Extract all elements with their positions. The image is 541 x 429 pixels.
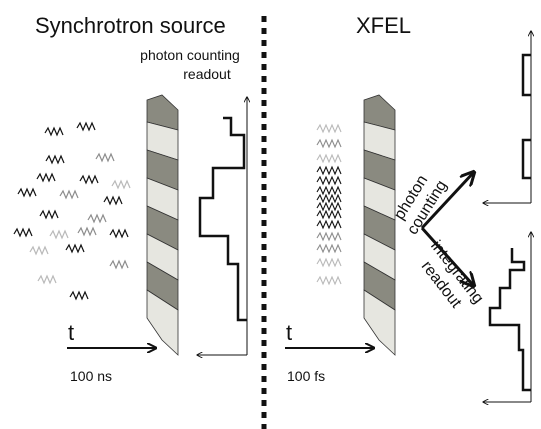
branch-label-bottom: integrating readout: [418, 238, 487, 312]
detector-right: [363, 94, 396, 356]
histogram-left: [197, 97, 247, 355]
time-label-right: t: [286, 320, 292, 345]
time-label-left: t: [68, 320, 74, 345]
readout-label-line2: readout: [183, 66, 231, 82]
readout-label-line1: photon counting: [140, 47, 240, 63]
photon-wavelets-right: [316, 123, 342, 286]
branch-arrow-bottom: [420, 226, 474, 286]
branch-arrow-top: [420, 172, 474, 230]
branch-label-top: photon counting: [391, 172, 451, 237]
detector-left: [146, 94, 179, 356]
interval-label-right: 100 fs: [287, 368, 325, 384]
title-xfel: XFEL: [356, 13, 411, 38]
title-synchrotron: Synchrotron source: [35, 13, 226, 38]
histogram-right-top: [483, 31, 531, 203]
interval-label-left: 100 ns: [70, 368, 112, 384]
photon-wavelets-left: [13, 121, 131, 301]
histogram-right-bottom: [483, 232, 531, 402]
